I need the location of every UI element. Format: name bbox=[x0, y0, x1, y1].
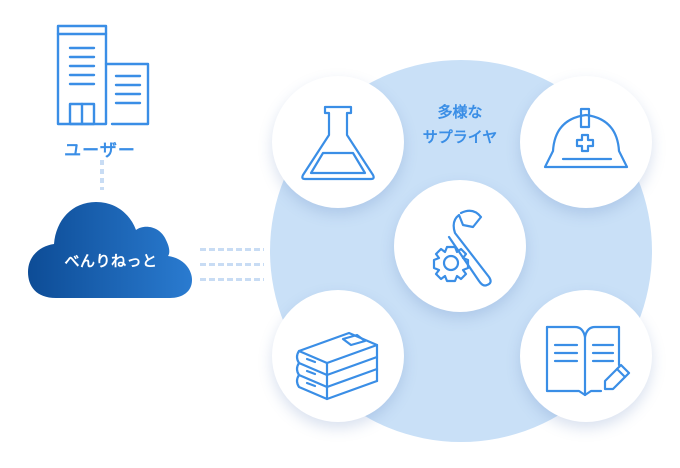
vertical-connector bbox=[100, 160, 104, 190]
cloud-icon bbox=[26, 190, 194, 300]
supplier-node-notebook bbox=[520, 290, 652, 422]
horizontal-connector bbox=[200, 278, 264, 281]
open-book-pencil-icon bbox=[545, 325, 631, 397]
wrench-gear-icon bbox=[432, 209, 492, 287]
horizontal-connector bbox=[200, 263, 264, 266]
supplier-label: 多様な サプライヤ bbox=[400, 100, 520, 150]
hard-hat-icon bbox=[543, 107, 629, 169]
supplier-node-flask bbox=[272, 76, 404, 208]
horizontal-connector bbox=[200, 248, 264, 251]
flask-icon bbox=[301, 105, 375, 181]
supplier-node-books bbox=[272, 290, 404, 422]
supplier-label-line2: サプライヤ bbox=[422, 128, 498, 146]
cloud-brand-label: べんりねっと bbox=[64, 252, 158, 270]
supplier-label-line1: 多様な bbox=[437, 103, 483, 121]
supplier-node-tools bbox=[394, 180, 526, 312]
building-icon bbox=[56, 24, 152, 128]
user-label: ユーザー bbox=[64, 141, 136, 161]
supplier-node-helmet bbox=[520, 76, 652, 208]
book-stack-icon bbox=[295, 331, 379, 401]
